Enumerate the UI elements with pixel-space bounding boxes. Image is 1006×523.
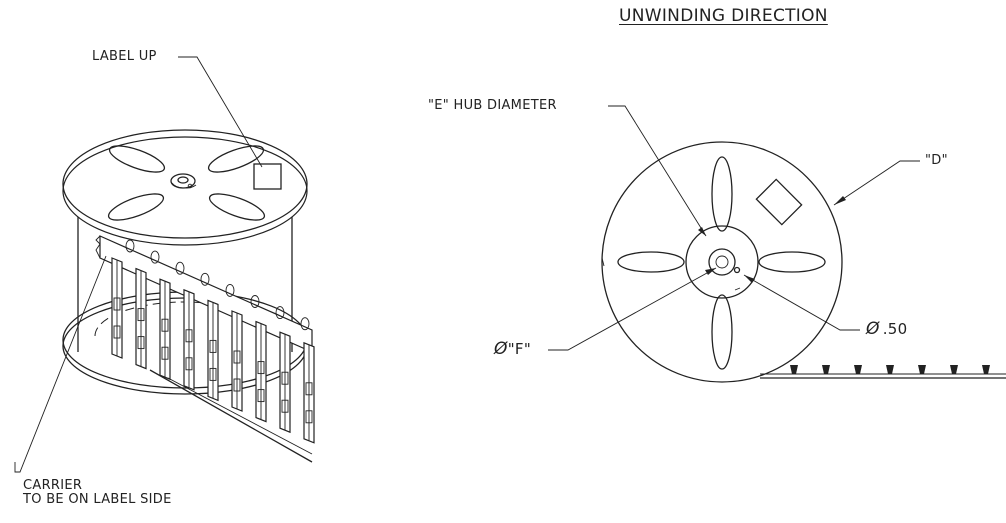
slot-right xyxy=(758,251,826,273)
carrier-leader xyxy=(15,255,107,473)
arbor-hole xyxy=(708,248,736,276)
tape-terminal xyxy=(918,365,926,374)
strip-hole xyxy=(275,306,285,320)
tape-terminal xyxy=(790,365,798,374)
tape-terminal xyxy=(982,365,990,374)
strip-hole xyxy=(200,272,210,286)
strip-hole xyxy=(175,261,185,275)
tape-terminal xyxy=(950,365,958,374)
terminal xyxy=(255,320,267,423)
slot-bottom xyxy=(711,294,733,370)
unwinding-direction-title: UNWINDING DIRECTION xyxy=(619,6,828,26)
reel-diameter-leader xyxy=(833,160,920,206)
terminal xyxy=(279,331,291,434)
terminal xyxy=(183,288,195,391)
hub-diameter-leader xyxy=(608,105,707,237)
label-up-leader xyxy=(178,56,263,168)
tape-terminal xyxy=(854,365,862,374)
arbor-hole-callout: Ø"F" xyxy=(494,339,532,359)
isometric-reel xyxy=(14,56,315,473)
drive-hole-leader xyxy=(743,274,860,331)
arbor-hole-leader xyxy=(548,267,717,351)
label-up-callout: LABEL UP xyxy=(92,49,157,64)
carrier-callout: CARRIER TO BE ON LABEL SIDE xyxy=(23,479,172,507)
strip-hole xyxy=(250,295,260,308)
reel-diameter-callout: "D" xyxy=(925,153,948,168)
label-square xyxy=(253,163,282,190)
carrier-line-1: CARRIER xyxy=(23,478,83,493)
carrier-line-2: TO BE ON LABEL SIDE xyxy=(23,492,172,507)
strip-hole xyxy=(150,250,160,264)
diameter-symbol-50: Ø xyxy=(866,319,880,339)
terminal xyxy=(231,310,243,412)
top-flange xyxy=(62,129,308,246)
carrier-strip xyxy=(95,235,315,463)
drive-hole xyxy=(733,266,741,274)
terminal xyxy=(159,278,171,381)
hub-diameter-callout: "E" HUB DIAMETER xyxy=(428,98,557,113)
drive-hole-label: .50 xyxy=(882,320,908,338)
slot-top xyxy=(711,156,733,232)
tape-run xyxy=(760,365,1006,379)
terminal xyxy=(111,257,123,359)
drive-hole-callout: Ø.50 xyxy=(866,319,908,339)
front-reel-view xyxy=(548,105,1006,383)
slot-left xyxy=(617,251,685,273)
reel-outline xyxy=(601,141,843,383)
strip-hole xyxy=(300,317,310,331)
terminal xyxy=(135,267,147,370)
strip-hole xyxy=(225,283,235,297)
terminal xyxy=(207,299,219,402)
label-rectangle xyxy=(755,178,803,226)
tape-terminal xyxy=(822,365,830,374)
arbor-hole-label: "F" xyxy=(507,340,532,358)
terminal xyxy=(303,341,315,444)
strip-hole xyxy=(125,239,135,253)
diameter-symbol-f: Ø xyxy=(494,339,508,359)
hub-circle xyxy=(685,225,759,299)
tape-terminal xyxy=(886,365,894,374)
